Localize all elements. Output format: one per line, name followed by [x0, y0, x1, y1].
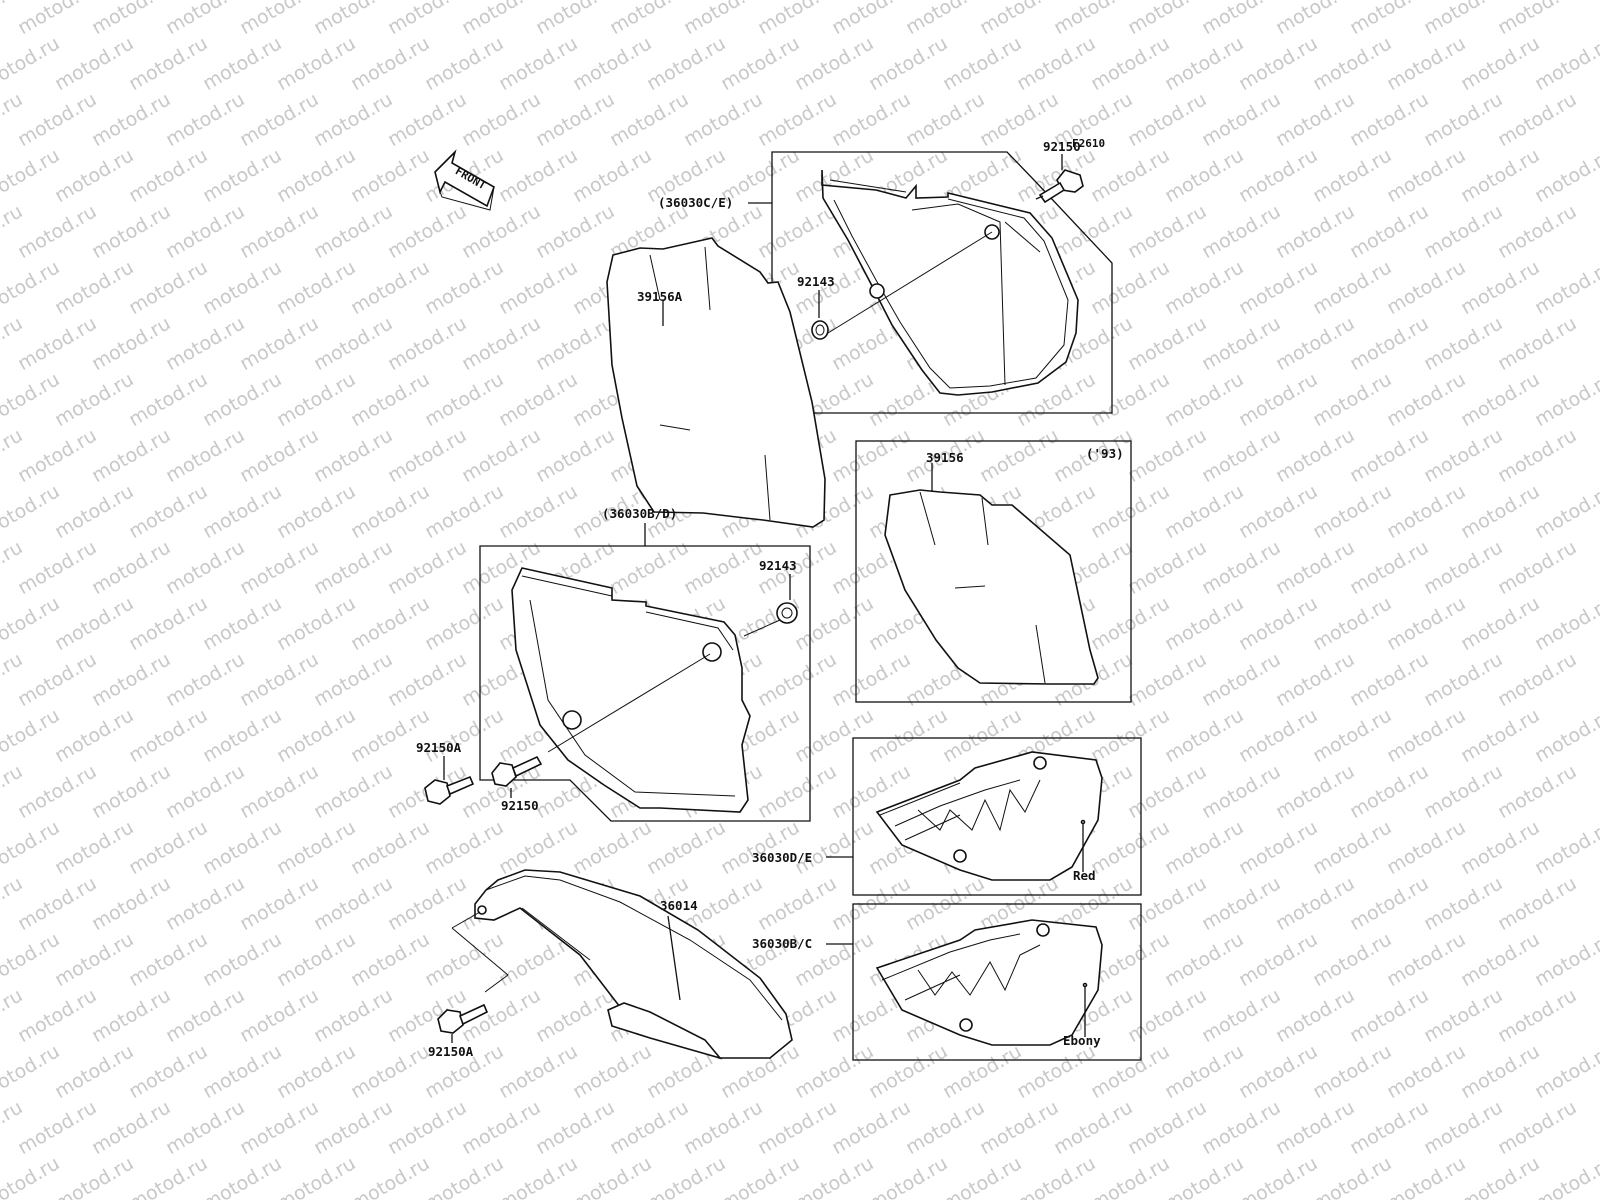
color-label-ebony: Ebony	[1063, 1033, 1101, 1048]
callout-36014: 36014	[660, 898, 698, 913]
bolt-92150-top	[1035, 154, 1084, 204]
bolt-92150A-mid	[424, 756, 475, 805]
callout-36030BC: 36030B/C	[752, 936, 812, 951]
callout-36030DE: 36030D/E	[752, 850, 812, 865]
callout-92150A-bottom: 92150A	[428, 1044, 474, 1059]
right-side-cover-group	[748, 151, 1113, 414]
left-side-cover-group	[479, 523, 811, 822]
decal-ebony-group	[826, 903, 1142, 1061]
chain-guard-36014	[451, 869, 793, 1060]
callout-92150-top: 92150	[1043, 139, 1081, 154]
bolt-92150-mid	[491, 755, 543, 798]
callout-92150-mid: 92150	[501, 798, 539, 813]
callout-39156A: 39156A	[637, 289, 683, 304]
callout-92150A-mid: 92150A	[416, 740, 462, 755]
callout-36030CE: (36030C/E)	[658, 195, 733, 210]
front-direction-arrow: FRONT	[434, 149, 495, 211]
decal-red-group	[826, 737, 1142, 896]
figure-code: F2610	[1072, 137, 1105, 150]
color-label-red: Red	[1073, 868, 1096, 883]
callout-92143-top: 92143	[797, 274, 835, 289]
pad-39156A	[606, 237, 826, 528]
bolt-92150A-bottom	[437, 1003, 489, 1043]
callout-92143-mid: 92143	[759, 558, 797, 573]
callout-39156: 39156	[926, 450, 964, 465]
callout-36030BD: (36030B/D)	[602, 506, 677, 521]
pad-39156-93-group	[855, 440, 1132, 703]
callout-93: ('93)	[1086, 446, 1124, 461]
